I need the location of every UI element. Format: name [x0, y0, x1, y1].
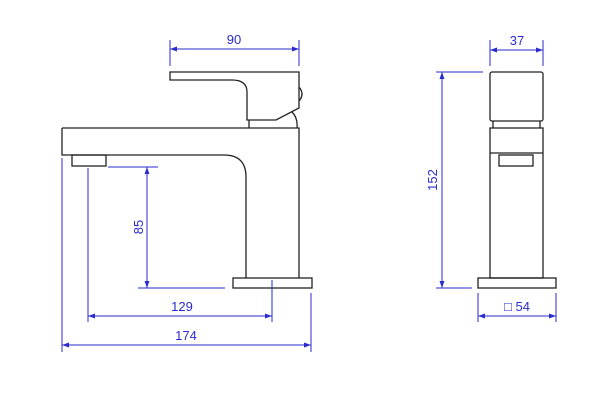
spout-body [61, 127, 300, 278]
dim-overall-depth: 174 [175, 328, 197, 343]
aerator [71, 154, 107, 167]
dim-spout-height: 85 [131, 220, 146, 234]
side-view: 90 85 129 174 [61, 32, 313, 352]
collar [248, 111, 298, 129]
dim-spout-reach: 129 [171, 299, 193, 314]
dim-overall-height: 152 [425, 169, 440, 191]
front-view: 37 152 □ 54 [425, 33, 557, 322]
dim-handle-width: 37 [510, 33, 524, 48]
handle-knob [298, 86, 303, 102]
dim-handle-length: 90 [227, 32, 241, 47]
handle-front [489, 71, 544, 122]
body-front [489, 127, 544, 279]
dim-base-size: □ 54 [504, 299, 530, 314]
handle [169, 71, 300, 121]
base-front [477, 277, 557, 289]
collar-front [492, 121, 541, 128]
aerator-front [498, 154, 534, 167]
